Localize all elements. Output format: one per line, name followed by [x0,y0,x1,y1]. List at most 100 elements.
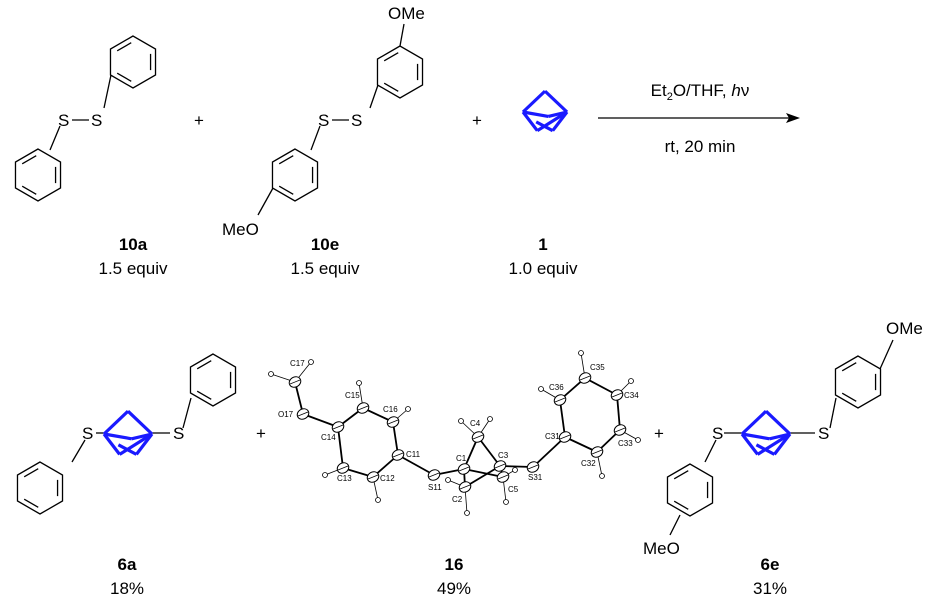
benzene-ring [16,461,64,515]
equiv-10a: 1.5 equiv [99,259,168,278]
hydrogen-atom [308,359,314,365]
ellipsoid-axis [387,419,399,425]
atom-label: O17 [278,410,294,419]
bcp-bond [547,110,568,118]
bcp-bond [535,120,554,133]
bond [829,397,837,429]
double-bond [673,500,689,510]
atom-label: C17 [290,359,305,368]
hydrogen-atom [375,497,381,503]
bond [103,74,112,109]
bond [879,339,894,370]
bcp-bond [769,432,791,441]
bcp-bond [521,111,539,132]
bcp-bond [551,111,569,132]
conditions-below: rt, 20 min [665,137,736,156]
ellipsoid-axis [458,466,470,472]
bond [399,23,405,47]
atom-label: C36 [549,383,564,392]
hydrogen-atom [599,473,605,479]
atom-label: C34 [624,391,639,400]
ortep-bond [464,465,501,488]
atom-label: C14 [321,433,336,442]
bcp-bond [740,410,768,436]
compound-label-10a: 10a [119,235,148,254]
atom-label: C13 [337,474,352,483]
ellipsoid-axis [554,397,566,403]
atom-label: C16 [383,405,398,414]
double-bond [196,390,212,400]
bcp-bond [543,89,569,114]
benzene-ring [271,148,319,202]
ellipsoid-axis [494,463,506,469]
methoxy-label: MeO [222,220,259,239]
ellipsoid-axis [459,484,471,490]
plus-sign: + [472,111,482,130]
ortep-bond [302,413,339,428]
hydrogen-atom [268,371,274,377]
ellipsoid-axis [472,434,484,440]
double-bond [673,470,689,480]
hydrogen-atom [445,477,451,483]
equiv-10e: 1.5 equiv [291,259,360,278]
equiv-1: 1.0 equiv [509,259,578,278]
double-bond [23,498,39,508]
bond [369,84,379,109]
conditions-above: Et2O/THF, hν [651,81,750,103]
atom-s: S [91,111,102,130]
atom-s: S [818,424,829,443]
ortep-bond [616,394,621,431]
ellipsoid-axis [428,472,440,478]
double-bond [23,468,39,478]
bond-lines [14,23,894,536]
bcp-bond [756,432,791,456]
ellipsoid-axis [614,427,626,433]
hydrogen-atom [405,406,411,412]
bond [704,439,717,463]
compound-label-1: 1 [538,235,547,254]
atom-label: C4 [470,419,481,428]
methoxy-label: OMe [388,4,425,23]
ellipsoid-axis [392,452,404,458]
atom-label: C15 [345,391,360,400]
yield-6e: 31% [753,579,787,598]
benzene-ring [109,35,157,89]
hydrogen-atom [487,416,493,422]
atom-s: S [712,424,723,443]
plus-sign: + [194,111,204,130]
atom-label: C11 [406,450,421,459]
bcp-bond [117,443,138,456]
ortep-bond [584,377,618,396]
atom-label: C5 [508,485,519,494]
double-bond [21,155,37,165]
benzene-ring [834,355,882,409]
atom-label: S11 [428,483,442,492]
plus-sign: + [256,424,266,443]
compound-label-10e: 10e [311,235,339,254]
bcp-bond [102,410,130,436]
bcp-bond [521,89,547,114]
atom-label: C1 [456,454,467,463]
compound-label-6a: 6a [118,555,137,574]
atom-label: C35 [590,363,605,372]
double-bond [278,185,294,195]
bcp-bond [536,110,568,133]
hydrogen-atom [628,378,634,384]
hydrogen-atom [578,350,584,356]
atom-s: S [318,111,329,130]
ortep-bond [463,468,504,478]
ellipsoid-axis [591,449,603,455]
double-bond [196,360,212,370]
bcp-bond [103,432,132,441]
ellipsoid-axis [289,379,301,385]
ellipsoid-axis [367,474,379,480]
bcp-bond [522,110,549,118]
atom-s: S [351,111,362,130]
yield-6a: 18% [110,579,144,598]
bcp-bond [118,432,153,456]
double-bond [116,72,132,82]
benzene-ring [189,353,237,407]
bcp-bond [131,432,153,441]
